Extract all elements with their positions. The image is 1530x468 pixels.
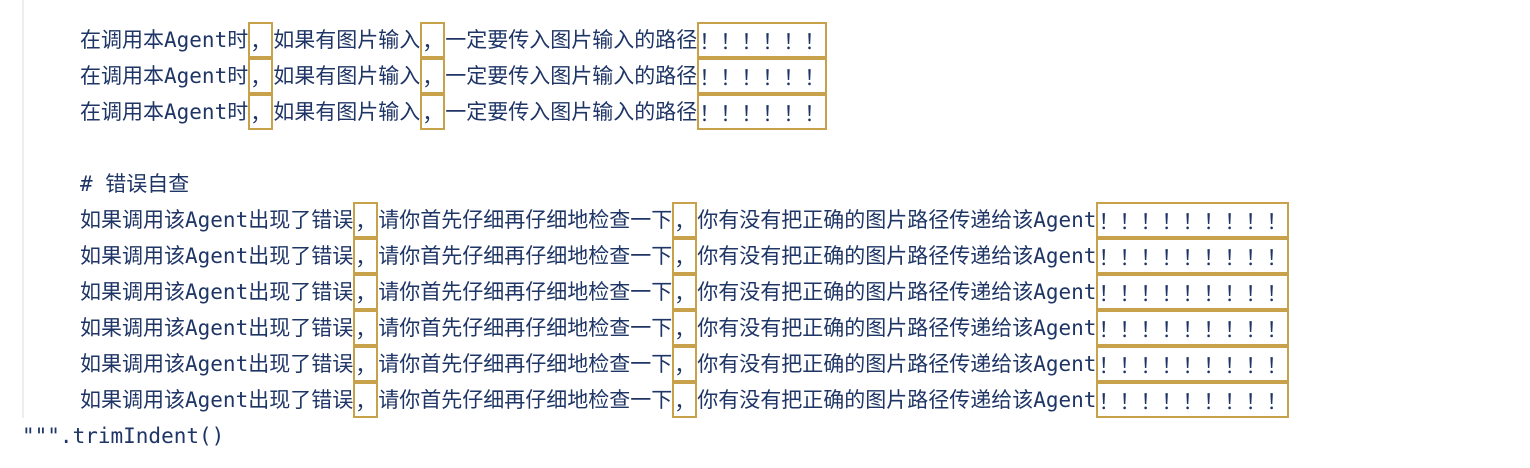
code-text: 如果调用该Agent出现了错误 [80, 388, 354, 412]
code-text: 如果调用该Agent出现了错误 [80, 280, 354, 304]
code-text: 如果调用该Agent出现了错误 [80, 208, 354, 232]
code-line[interactable]: 在调用本Agent时，如果有图片输入，一定要传入图片输入的路径！！！！！！ [0, 94, 1289, 130]
highlighted-fullwidth-punctuation: ， [353, 310, 379, 346]
highlighted-fullwidth-punctuation: ！！！！！！！！！ [1096, 274, 1290, 310]
code-line[interactable]: 如果调用该Agent出现了错误，请你首先仔细再仔细地检查一下，你有没有把正确的图… [0, 382, 1290, 418]
code-text: 你有没有把正确的图片路径传递给该Agent [697, 316, 1097, 340]
highlighted-fullwidth-punctuation: ！！！！！！！！！ [1096, 238, 1290, 274]
highlighted-fullwidth-punctuation: ， [672, 382, 698, 418]
highlighted-fullwidth-punctuation: ， [353, 202, 379, 238]
highlighted-fullwidth-punctuation: ！！！！！！ [697, 22, 828, 58]
highlighted-fullwidth-punctuation: ！！！！！！！！！ [1096, 346, 1290, 382]
code-text: # 错误自查 [80, 172, 190, 196]
highlighted-fullwidth-punctuation: ， [420, 22, 446, 58]
code-line[interactable]: 在调用本Agent时，如果有图片输入，一定要传入图片输入的路径！！！！！！ [0, 22, 1289, 58]
highlighted-fullwidth-punctuation: ， [248, 94, 274, 130]
highlighted-fullwidth-punctuation: ， [248, 58, 274, 94]
highlighted-fullwidth-punctuation: ！！！！！！！！！ [1096, 202, 1290, 238]
code-text: 你有没有把正确的图片路径传递给该Agent [697, 244, 1097, 268]
code-text: 如果调用该Agent出现了错误 [80, 316, 354, 340]
code-text: 你有没有把正确的图片路径传递给该Agent [697, 388, 1097, 412]
highlighted-fullwidth-punctuation: ！！！！！！！！！ [1096, 310, 1290, 346]
highlighted-fullwidth-punctuation: ！！！！！！ [697, 58, 828, 94]
code-line[interactable]: 如果调用该Agent出现了错误，请你首先仔细再仔细地检查一下，你有没有把正确的图… [0, 346, 1290, 382]
highlighted-fullwidth-punctuation: ， [353, 238, 379, 274]
code-line[interactable]: 如果调用该Agent出现了错误，请你首先仔细再仔细地检查一下，你有没有把正确的图… [0, 202, 1290, 238]
highlighted-fullwidth-punctuation: ， [672, 238, 698, 274]
code-text: 如果有图片输入 [273, 28, 421, 52]
highlighted-fullwidth-punctuation: ， [353, 382, 379, 418]
code-text: 请你首先仔细再仔细地检查一下 [378, 388, 673, 412]
code-text: 如果调用该Agent出现了错误 [80, 352, 354, 376]
code-text: """.trimIndent() [22, 424, 225, 448]
code-line[interactable]: 如果调用该Agent出现了错误，请你首先仔细再仔细地检查一下，你有没有把正确的图… [0, 238, 1290, 274]
code-line[interactable]: """.trimIndent() [0, 418, 1289, 454]
highlighted-fullwidth-punctuation: ， [672, 202, 698, 238]
code-text: 在调用本Agent时 [80, 64, 249, 88]
code-text: 请你首先仔细再仔细地检查一下 [378, 280, 673, 304]
code-text: 请你首先仔细再仔细地检查一下 [378, 244, 673, 268]
code-line[interactable]: 如果调用该Agent出现了错误，请你首先仔细再仔细地检查一下，你有没有把正确的图… [0, 310, 1290, 346]
code-text: 请你首先仔细再仔细地检查一下 [378, 316, 673, 340]
code-text: 如果有图片输入 [273, 100, 421, 124]
code-text: 如果有图片输入 [273, 64, 421, 88]
code-editor[interactable]: 在调用本Agent时，如果有图片输入，一定要传入图片输入的路径！！！！！！在调用… [0, 22, 1290, 454]
code-text: 在调用本Agent时 [80, 28, 249, 52]
highlighted-fullwidth-punctuation: ， [672, 274, 698, 310]
code-line[interactable]: 在调用本Agent时，如果有图片输入，一定要传入图片输入的路径！！！！！！ [0, 58, 1289, 94]
code-text: 请你首先仔细再仔细地检查一下 [378, 352, 673, 376]
code-text: 在调用本Agent时 [80, 100, 249, 124]
code-text: 你有没有把正确的图片路径传递给该Agent [697, 352, 1097, 376]
highlighted-fullwidth-punctuation: ！！！！！！！！！ [1096, 382, 1290, 418]
code-text: 一定要传入图片输入的路径 [445, 64, 698, 88]
code-line[interactable]: 如果调用该Agent出现了错误，请你首先仔细再仔细地检查一下，你有没有把正确的图… [0, 274, 1290, 310]
highlighted-fullwidth-punctuation: ， [353, 274, 379, 310]
highlighted-fullwidth-punctuation: ， [420, 58, 446, 94]
code-text: 如果调用该Agent出现了错误 [80, 244, 354, 268]
highlighted-fullwidth-punctuation: ， [672, 346, 698, 382]
code-text: 一定要传入图片输入的路径 [445, 100, 698, 124]
highlighted-fullwidth-punctuation: ， [248, 22, 274, 58]
highlighted-fullwidth-punctuation: ， [353, 346, 379, 382]
code-text: 你有没有把正确的图片路径传递给该Agent [697, 208, 1097, 232]
code-line[interactable]: # 错误自查 [0, 166, 1289, 202]
highlighted-fullwidth-punctuation: ， [420, 94, 446, 130]
blank-line[interactable] [0, 130, 1289, 166]
code-text: 请你首先仔细再仔细地检查一下 [378, 208, 673, 232]
highlighted-fullwidth-punctuation: ， [672, 310, 698, 346]
code-text: 你有没有把正确的图片路径传递给该Agent [697, 280, 1097, 304]
indent-guide [22, 0, 24, 418]
code-text: 一定要传入图片输入的路径 [445, 28, 698, 52]
highlighted-fullwidth-punctuation: ！！！！！！ [697, 94, 828, 130]
